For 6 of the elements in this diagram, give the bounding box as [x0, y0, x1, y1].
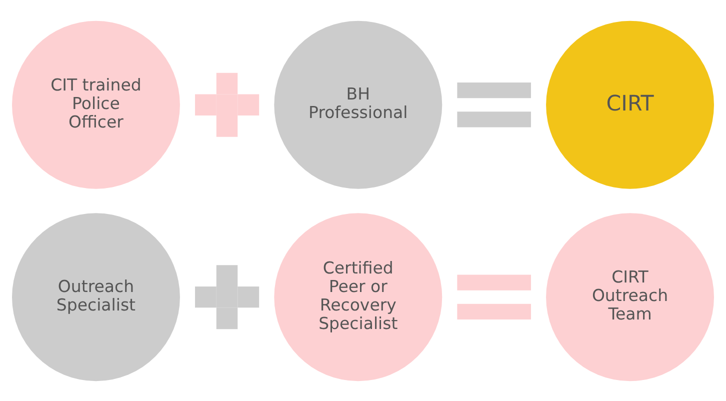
node-circle: Certified Peer or Recovery Specialist	[274, 212, 442, 381]
node-circle: CIRT	[546, 20, 714, 188]
node-circle: CIRT Outreach Team	[546, 212, 714, 381]
node-circle: Outreach Specialist	[12, 212, 180, 381]
node-circle: BH Professional	[274, 20, 442, 188]
node-circle: CIT trained Police Officer	[12, 20, 180, 188]
